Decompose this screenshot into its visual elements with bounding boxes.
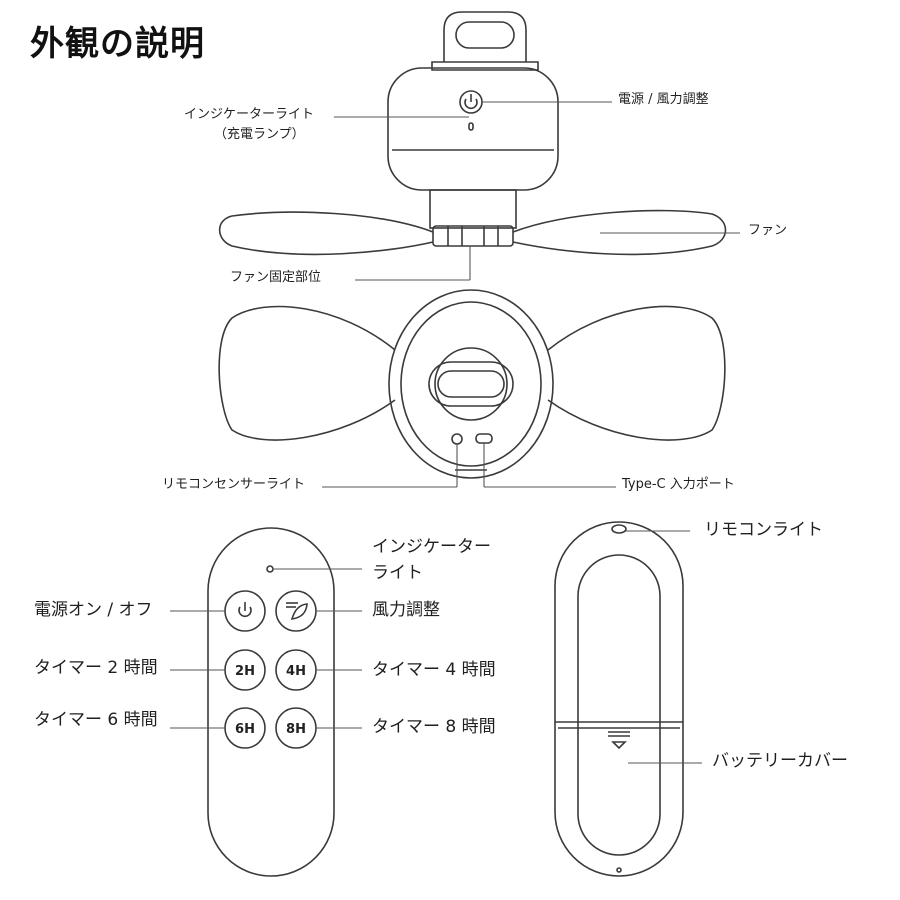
- label-indicator-light: インジケーターライト: [184, 107, 315, 122]
- label-remote-light: リモコンライト: [704, 520, 823, 540]
- label-remote-indicator-1: インジケーター: [372, 537, 491, 557]
- remote-body: [207, 527, 335, 877]
- label-timer6: タイマー 6 時間: [34, 710, 158, 730]
- remote-back: [554, 521, 684, 877]
- page-title: 外観の説明: [30, 24, 205, 64]
- fan-blade-right-bottom: [547, 305, 726, 441]
- button-6h-label: 6H: [235, 722, 255, 737]
- remote-sensor: [451, 433, 463, 445]
- remote-indicator: [266, 565, 274, 573]
- button-2h-label: 2H: [235, 664, 255, 679]
- button-8h-label: 8H: [286, 722, 306, 737]
- hub-cap: [434, 347, 508, 421]
- label-remote-sensor: リモコンセンサーライト: [162, 477, 306, 492]
- remote-back-inner: [577, 554, 661, 856]
- fan-hub: [388, 289, 554, 479]
- hook-hole: [455, 21, 515, 49]
- fan-mount: [432, 225, 514, 247]
- label-wind-adjust: 風力調整: [372, 600, 440, 620]
- hanging-hook: [443, 11, 527, 62]
- remote-back-body: [554, 521, 684, 877]
- fan-blade-left: [218, 211, 434, 256]
- label-type-c: Type-C 入力ポート: [622, 477, 735, 492]
- label-fan: ファン: [748, 223, 788, 238]
- type-c-port: [475, 433, 493, 444]
- remote-front: [207, 527, 335, 877]
- label-power-onoff: 電源オン / オフ: [34, 600, 153, 620]
- fan-side-view: [218, 11, 727, 256]
- button-4h-label: 4H: [286, 664, 306, 679]
- label-fan-mount: ファン固定部位: [230, 270, 322, 285]
- label-remote-indicator-2: ライト: [372, 563, 423, 583]
- leader-lines: [170, 101, 740, 764]
- fan-blade-left-bottom: [218, 305, 396, 441]
- hub-handle: [428, 361, 514, 407]
- label-timer8: タイマー 8 時間: [372, 717, 496, 737]
- wind-leaf-icon: [286, 602, 308, 620]
- fan-bottom-view: [218, 289, 726, 479]
- label-indicator-light-sub: （充電ランプ）: [214, 127, 305, 142]
- fan-neck: [429, 189, 517, 229]
- indicator-lamp: [468, 122, 474, 131]
- label-battery-cover: バッテリーカバー: [712, 751, 848, 771]
- power-icon: [238, 602, 252, 618]
- power-icon: [464, 94, 478, 110]
- remote-ir-light: [611, 524, 627, 534]
- label-timer2: タイマー 2 時間: [34, 658, 158, 678]
- label-power-wind: 電源 / 風力調整: [618, 92, 709, 107]
- label-timer4: タイマー 4 時間: [372, 660, 496, 680]
- battery-arrow-icon: [608, 731, 630, 750]
- fan-blade-right: [512, 209, 727, 256]
